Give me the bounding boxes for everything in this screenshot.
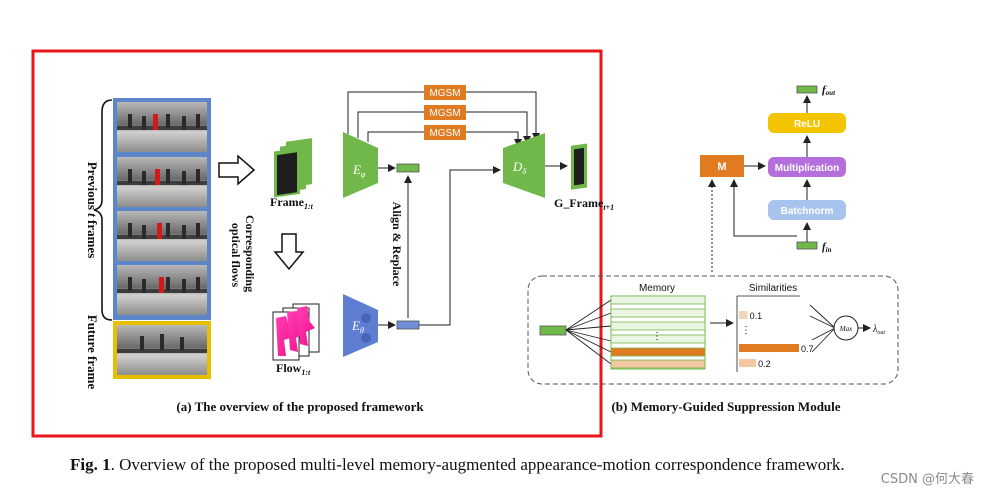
decoder-delta <box>503 133 545 198</box>
flow-input-stack <box>272 303 320 361</box>
query-connection <box>565 329 612 353</box>
theta-feature-vector <box>396 320 420 330</box>
output-frame-label: G_Framet+1 <box>554 196 614 212</box>
f-out-vector <box>796 85 818 94</box>
similarities-header: Similarities <box>749 283 797 294</box>
multiplication-block <box>768 157 846 177</box>
previous-frame-thumb <box>117 265 207 315</box>
similarity-bar <box>739 359 757 367</box>
optical-flows-label: Corresponding optical flows <box>229 215 257 295</box>
highlight-box <box>31 49 603 438</box>
frame-input-stack <box>274 138 312 198</box>
similarity-value: 0.7 <box>801 344 814 354</box>
encoder-theta-label: Eθ <box>351 318 364 335</box>
max-connection <box>811 327 836 341</box>
query-connection <box>565 312 612 331</box>
memory-ellipsis: ⋮ <box>652 331 662 342</box>
f-in-label: fin <box>822 241 832 254</box>
frame-input-label: Frame1:t <box>270 195 314 211</box>
encoder-phi-label: Eφ <box>352 162 366 179</box>
query-connection <box>565 329 612 365</box>
encoder-phi <box>343 132 378 198</box>
panel-a-caption: (a) The overview of the proposed framewo… <box>176 399 424 414</box>
watermark: CSDN @何大春 <box>880 472 974 487</box>
svg-text:MGSM: MGSM <box>429 128 460 139</box>
f-in-vector <box>796 241 818 250</box>
similarity-bar <box>739 344 799 352</box>
memory-slot <box>610 334 706 344</box>
similarity-bars: 0.1 0.7 0.2 <box>739 311 814 369</box>
flow-input-label: Flow1:t <box>276 361 311 377</box>
previous-frame-thumb <box>117 157 207 207</box>
f-out-label: fout <box>822 84 836 97</box>
query-connection <box>565 325 612 331</box>
future-frame-label: Future frame <box>85 315 100 390</box>
max-connection <box>811 327 836 353</box>
query-connection <box>565 329 612 342</box>
output-frame <box>571 143 587 190</box>
memory-bank <box>610 295 706 370</box>
svg-text:MGSM: MGSM <box>429 88 460 99</box>
memory-slot <box>610 321 706 331</box>
similarity-value: 0.2 <box>758 359 771 369</box>
m-block <box>700 155 744 177</box>
similarity-value: 0.1 <box>750 311 763 321</box>
phi-feature-vector <box>396 163 420 173</box>
m-label: M <box>717 161 726 173</box>
memory-slot <box>610 359 706 369</box>
memory-slot <box>610 347 706 357</box>
hollow-arrow-down <box>273 233 305 271</box>
previous-frames-label: Previous t frames <box>85 162 100 259</box>
memory-query-vector <box>539 325 567 336</box>
hollow-arrow-right <box>218 154 256 186</box>
mgsm-blocks: MGSM MGSM MGSM <box>424 85 466 140</box>
previous-frame-thumb <box>117 211 207 261</box>
future-frame <box>113 321 211 379</box>
max-connection <box>809 315 836 329</box>
memory-header: Memory <box>639 283 675 294</box>
align-replace-label: Align & Replace <box>390 202 404 287</box>
relu-label: ReLU <box>794 119 820 130</box>
query-connection <box>565 299 612 331</box>
memory-slot <box>610 308 706 318</box>
memory-module-box <box>527 275 899 385</box>
similarity-bar <box>739 311 748 319</box>
batchnorm-label: Batchnorm <box>781 206 834 217</box>
batchnorm-block <box>768 200 846 220</box>
relu-block <box>768 113 846 133</box>
decoder-delta-label: Dδ <box>512 159 526 176</box>
svg-text:MGSM: MGSM <box>429 108 460 119</box>
previous-frame-thumb <box>117 102 207 152</box>
panel-b-caption: (b) Memory-Guided Suppression Module <box>611 399 840 414</box>
max-label: Max <box>839 325 853 333</box>
similarity-ellipsis: ⋮ <box>741 325 751 336</box>
previous-frames-brace <box>93 99 113 321</box>
multiplication-label: Multiplication <box>775 163 839 174</box>
previous-frames-stack <box>113 98 211 320</box>
memory-slot <box>610 295 706 305</box>
max-connection <box>809 304 836 329</box>
lambda-out-label: λout <box>872 324 885 336</box>
figure-caption: Fig. 1. Overview of the proposed multi-l… <box>70 455 845 474</box>
